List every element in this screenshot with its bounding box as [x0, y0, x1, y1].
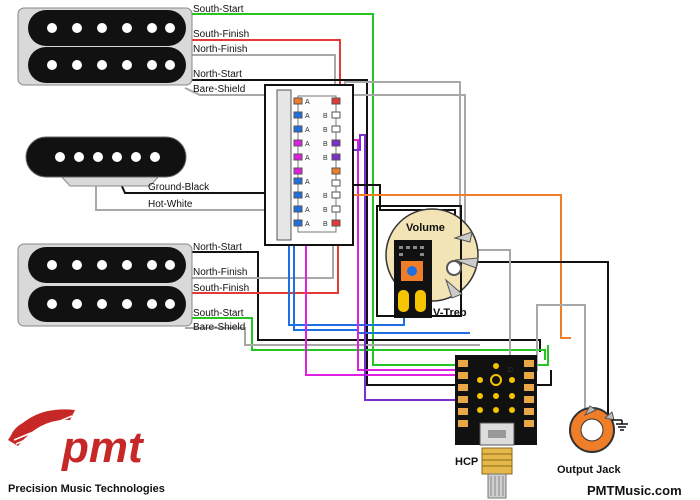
label-neck-bare-shield: Bare-Shield — [193, 84, 245, 95]
label-bridge-north-start: North-Start — [193, 242, 242, 253]
hcp-pin-mark: D — [508, 367, 513, 374]
neck-polepieces — [47, 23, 175, 70]
hcp-right-pads — [524, 360, 534, 427]
middle-polepieces — [55, 152, 160, 162]
wire-neck-north-start — [190, 79, 552, 386]
hcp-switch-slider — [488, 430, 506, 438]
jack-sleeve-lug — [603, 411, 615, 421]
hcp-pcb-dots — [477, 363, 515, 413]
hcp-label: HCP — [455, 456, 478, 468]
label-bridge-south-start: South-Start — [193, 308, 244, 319]
svg-text:A: A — [305, 207, 310, 214]
pmt-logo: pmt — [8, 409, 145, 472]
wire-bridge-south-finish — [190, 225, 339, 294]
svg-text:B: B — [323, 207, 328, 214]
jack-inner-ring — [580, 418, 604, 442]
pmt-logo-text: pmt — [61, 423, 145, 472]
jack-tip-lug — [583, 405, 598, 417]
svg-text:B: B — [323, 141, 328, 148]
middle-single-coil — [25, 136, 187, 187]
label-bridge-south-finish: South-Finish — [193, 283, 249, 294]
output-jack — [569, 405, 615, 453]
volume-label: Volume — [406, 222, 445, 234]
wire-bridge-bare-shield — [185, 327, 480, 346]
switch-mount-plate — [276, 89, 292, 241]
label-neck-south-start: South-Start — [193, 4, 244, 15]
five-way-switch: A A A A A A A A A B B B B B B B — [264, 84, 354, 246]
hcp-shaft-collar — [481, 447, 513, 475]
wire-bridge-north-start — [190, 251, 541, 352]
bridge-humbucker — [17, 243, 193, 327]
svg-text:B: B — [323, 127, 328, 134]
svg-text:A: A — [305, 179, 310, 186]
output-jack-label: Output Jack — [557, 464, 621, 476]
brand-site: PMTMusic.com — [587, 483, 682, 498]
volume-pot-lugs — [444, 231, 479, 299]
label-middle-hot-white: Hot-White — [148, 199, 193, 210]
vtreb-pad-left — [398, 290, 409, 312]
label-neck-north-start: North-Start — [193, 69, 242, 80]
svg-text:A: A — [305, 113, 310, 120]
svg-text:A: A — [305, 155, 310, 162]
svg-text:A: A — [305, 221, 310, 228]
svg-text:B: B — [323, 193, 328, 200]
vtreb-smd-parts — [399, 246, 424, 256]
wire-bridge-south-start — [183, 317, 546, 360]
label-bridge-north-finish: North-Finish — [193, 267, 247, 278]
svg-text:B: B — [323, 113, 328, 120]
pmt-logo-swoosh — [8, 409, 75, 446]
hcp-shaft — [487, 473, 507, 499]
brand-name: Precision Music Technologies — [8, 483, 165, 495]
vtreb-module — [394, 240, 432, 318]
neck-humbucker — [17, 7, 193, 86]
ground-symbol-icon — [612, 419, 628, 431]
bridge-polepieces — [47, 260, 175, 309]
wire-middle-hot-white — [95, 182, 300, 211]
vtreb-label: V-Treb — [433, 307, 467, 319]
switch-right-lugs — [331, 97, 341, 227]
hcp-shaft-threads — [482, 453, 512, 467]
hcp-left-pads — [458, 360, 468, 427]
svg-text:A: A — [305, 99, 310, 106]
label-middle-ground-black: Ground-Black — [148, 182, 210, 193]
volume-pot-shaft — [446, 260, 462, 276]
switch-left-lugs — [293, 97, 303, 227]
label-neck-north-finish: North-Finish — [193, 44, 247, 55]
label-neck-south-finish: South-Finish — [193, 29, 249, 40]
wire-neck-south-start — [183, 13, 549, 366]
vtreb-trimmer-screw — [407, 266, 417, 276]
svg-text:A: A — [305, 141, 310, 148]
svg-text:B: B — [323, 221, 328, 228]
svg-text:A: A — [305, 193, 310, 200]
svg-text:B: B — [323, 155, 328, 162]
label-bridge-bare-shield: Bare-Shield — [193, 322, 245, 333]
wire-labels: South-Start South-Finish North-Finish No… — [148, 4, 249, 333]
middle-pickup-body — [25, 136, 187, 178]
switch-terminal-marks: A A A A A A A A A B B B B B B B — [305, 99, 328, 228]
switch-body — [297, 95, 337, 233]
pmt-logo-stripes — [13, 415, 73, 445]
wire-purple-switch — [338, 134, 460, 401]
hcp-shaft-knurl — [490, 476, 504, 496]
vtreb-pad-right — [415, 290, 426, 312]
hcp-board: D — [455, 355, 537, 499]
wire-gray-volume-hcp — [467, 249, 511, 365]
svg-text:A: A — [305, 127, 310, 134]
